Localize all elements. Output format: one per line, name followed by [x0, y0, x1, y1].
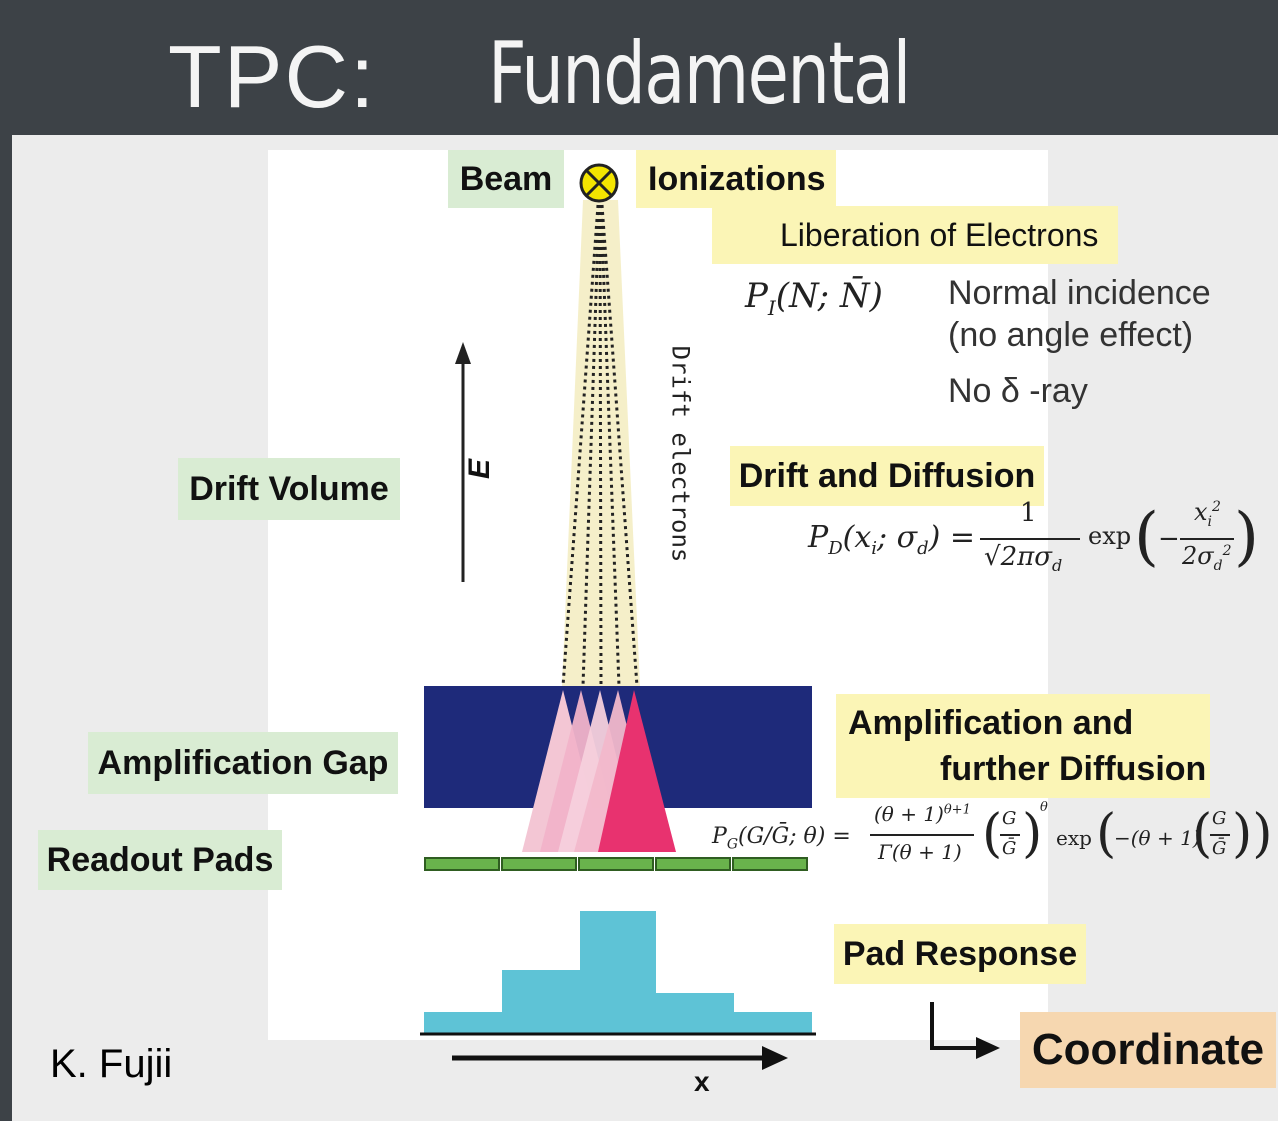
coordinate-arrowhead: [976, 1037, 1000, 1059]
amplification-gap-label: Amplification Gap: [88, 732, 398, 794]
amplification-further-label: Amplification and further Diffusion: [836, 694, 1210, 798]
diagram-area: [268, 150, 1048, 1040]
liberation-label: Liberation of Electrons: [712, 206, 1118, 264]
title-prefix: TPC:: [168, 27, 377, 126]
coordinate-label: Coordinate: [1020, 1012, 1276, 1088]
pad-response-label: Pad Response: [834, 924, 1086, 984]
no-angle-note: (no angle effect): [948, 316, 1194, 354]
author-credit: K. Fujii: [50, 1042, 173, 1086]
beam-marker: [579, 163, 619, 203]
x-axis-arrow: [452, 1046, 788, 1070]
no-delta-ray-note: No δ -ray: [948, 372, 1088, 410]
amplification-line2: further Diffusion: [940, 750, 1207, 788]
readout-pads-label: Readout Pads: [38, 830, 282, 890]
drift-electron-lines: [561, 204, 639, 687]
readout-pad-row: [424, 857, 808, 871]
normal-incidence-note: Normal incidence: [948, 274, 1211, 312]
ionizations-label: Ionizations: [636, 150, 836, 208]
pad-response-histogram: [424, 911, 812, 1034]
beam-label: Beam: [448, 150, 564, 208]
gain-formula: PG(G/Ḡ; θ) = (θ + 1)θ+1 Γ(θ + 1) ( G Ḡ )…: [712, 800, 1273, 864]
x-axis-label: x: [694, 1066, 710, 1097]
e-field-arrow: [455, 342, 471, 582]
avalanche-cones: [522, 690, 676, 852]
drift-diffusion-formula: PD(xi; σd) = 1 √2πσd exp ( − xi2 2σd2 ): [808, 498, 1259, 576]
amplification-line1: Amplification and: [848, 704, 1134, 742]
e-field-label: E: [463, 458, 497, 480]
ionization-formula: PI(N; N̄): [745, 276, 883, 320]
drift-electrons-label: Drift electrons: [666, 345, 695, 563]
liberation-text: Liberation of Electrons: [780, 217, 1099, 253]
coordinate-arrow: [930, 1002, 978, 1050]
drift-diffusion-label: Drift and Diffusion: [730, 446, 1044, 506]
drift-volume-label: Drift Volume: [178, 458, 400, 520]
